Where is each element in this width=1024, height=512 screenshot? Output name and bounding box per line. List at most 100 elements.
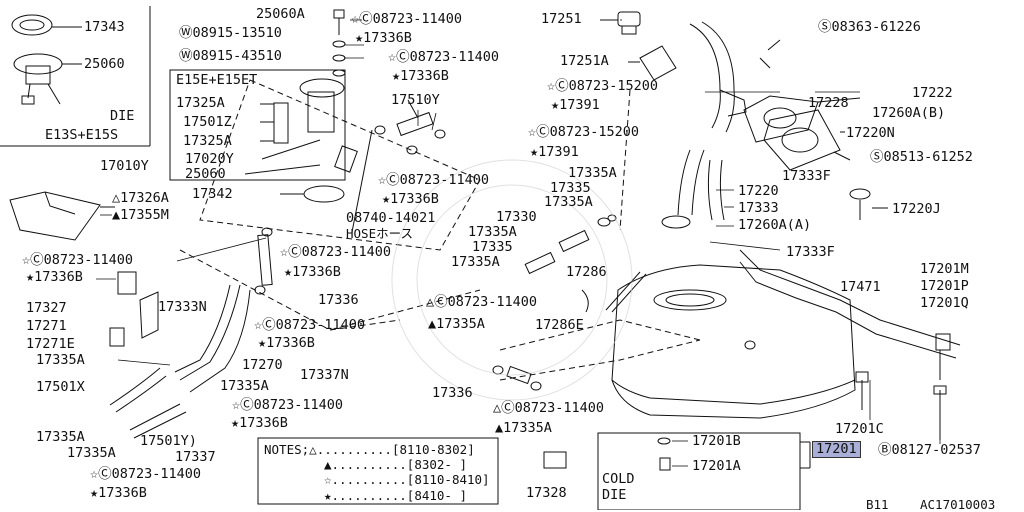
part-17337[interactable]: 17337 (175, 449, 216, 465)
inset-note-model: E13S+E15S (45, 127, 119, 143)
diagram-code: AC17010003 (920, 497, 996, 512)
clip-17336b-f[interactable]: ★17336B (258, 335, 315, 351)
part-17336-a[interactable]: 17336 (318, 292, 359, 308)
clip-08723-11400-j[interactable]: △Ⓒ08723-11400 (493, 400, 605, 416)
clip-08723-11400-b[interactable]: ☆Ⓒ08723-11400 (388, 49, 500, 65)
clip-17336b-e[interactable]: ★17336B (284, 264, 341, 280)
notes-row-2: ▲..........[8302- ] (324, 457, 468, 472)
part-17335a-8[interactable]: 17335A (451, 254, 500, 270)
part-17201c[interactable]: 17201C (835, 421, 884, 437)
part-17501x[interactable]: 17501X (36, 379, 85, 395)
washer-08915-13510[interactable]: Ⓦ08915-13510 (179, 25, 282, 41)
clip-08723-11400-e[interactable]: ☆Ⓒ08723-11400 (280, 244, 392, 260)
clip-08723-15200-a[interactable]: ☆Ⓒ08723-15200 (547, 78, 659, 94)
hose-label: HOSEホース (346, 226, 413, 241)
part-17355m[interactable]: ▲17355M (112, 207, 169, 223)
part-17201p[interactable]: 17201P (920, 278, 969, 294)
part-17330[interactable]: 17330 (496, 209, 537, 225)
part-17335a-7[interactable]: 17335A (468, 224, 517, 240)
part-08740-14021[interactable]: 08740-14021 (346, 210, 436, 226)
clip-17336b-c[interactable]: ★17336B (382, 191, 439, 207)
part-17325a-bottom[interactable]: 17325A (183, 133, 232, 149)
part-17335a-2[interactable]: 17335A (220, 378, 269, 394)
notes-row-3: ☆..........[8110-8410] (324, 472, 490, 487)
part-17220j[interactable]: 17220J (892, 201, 941, 217)
part-17342[interactable]: 17342 (192, 186, 233, 202)
clip-08723-11400-h[interactable]: ☆Ⓒ08723-11400 (90, 466, 202, 482)
die-label: DIE (602, 487, 627, 503)
part-17335-a[interactable]: 17335 (550, 180, 591, 196)
part-17325a-top[interactable]: 17325A (176, 95, 225, 111)
part-17220[interactable]: 17220 (738, 183, 779, 199)
part-17201b[interactable]: 17201B (692, 433, 741, 449)
part-17337n[interactable]: 17337N (300, 367, 349, 383)
notes-title: NOTES; (264, 442, 310, 457)
part-17501y[interactable]: 17501Y) (140, 433, 197, 449)
part-17201-highlighted[interactable]: 17201 (812, 441, 861, 458)
part-25060-pump[interactable]: 25060 (185, 166, 226, 182)
part-17343[interactable]: 17343 (84, 19, 125, 35)
part-17510y[interactable]: 17510Y (391, 92, 440, 108)
part-17335-b[interactable]: 17335 (472, 239, 513, 255)
washer-08915-43510[interactable]: Ⓦ08915-43510 (179, 48, 282, 64)
cold-label: COLD (602, 471, 635, 487)
part-17251[interactable]: 17251 (541, 11, 582, 27)
clip-17336b-d[interactable]: ★17336B (26, 269, 83, 285)
part-17251a[interactable]: 17251A (560, 53, 609, 69)
part-17335a-3[interactable]: 17335A (36, 429, 85, 445)
part-17336-b[interactable]: 17336 (432, 385, 473, 401)
part-17471[interactable]: 17471 (840, 279, 881, 295)
screw-08363-61226[interactable]: Ⓢ08363-61226 (818, 19, 921, 35)
part-17286e[interactable]: 17286E (535, 317, 584, 333)
clip-17336b-g[interactable]: ★17336B (231, 415, 288, 431)
clip-17335a-i[interactable]: ▲17335A (428, 316, 485, 332)
clip-08723-11400-a[interactable]: ☆Ⓒ08723-11400 (351, 11, 463, 27)
part-17328[interactable]: 17328 (526, 485, 567, 501)
clip-08723-15200-b[interactable]: ☆Ⓒ08723-15200 (528, 124, 640, 140)
part-17010y[interactable]: 17010Y (100, 158, 149, 174)
clip-17335a-j[interactable]: ▲17335A (495, 420, 552, 436)
clip-08723-11400-i[interactable]: △Ⓒ08723-11400 (426, 294, 538, 310)
part-17271[interactable]: 17271 (26, 318, 67, 334)
part-17335a-6[interactable]: 17335A (544, 194, 593, 210)
part-17271e[interactable]: 17271E (26, 336, 75, 352)
inset-note-die: DIE (110, 108, 135, 124)
screw-08513-61252[interactable]: Ⓢ08513-61252 (870, 149, 973, 165)
part-17335a-5[interactable]: 17335A (568, 165, 617, 181)
bolt-08127-02537[interactable]: Ⓑ08127-02537 (878, 442, 981, 458)
part-17327[interactable]: 17327 (26, 300, 67, 316)
part-17335a-1[interactable]: 17335A (36, 352, 85, 368)
part-17020y[interactable]: 17020Y (185, 151, 234, 167)
part-17335a-4[interactable]: 17335A (67, 445, 116, 461)
part-25060[interactable]: 25060 (84, 56, 125, 72)
part-17201q[interactable]: 17201Q (920, 295, 969, 311)
part-17333f-a[interactable]: 17333F (782, 168, 831, 184)
clip-08723-11400-f[interactable]: ☆Ⓒ08723-11400 (254, 317, 366, 333)
clip-17336b-h[interactable]: ★17336B (90, 485, 147, 501)
pump-box-title: E15E+E15ET (176, 72, 258, 88)
clip-17391-b[interactable]: ★17391 (530, 144, 579, 160)
part-17286[interactable]: 17286 (566, 264, 607, 280)
part-17222[interactable]: 17222 (912, 85, 953, 101)
part-25060a[interactable]: 25060A (256, 6, 305, 22)
clip-17336b-b[interactable]: ★17336B (392, 68, 449, 84)
part-17260a-a[interactable]: 17260A(A) (738, 217, 812, 233)
clip-17336b-a[interactable]: ★17336B (355, 30, 412, 46)
part-17326a[interactable]: △17326A (112, 190, 169, 206)
notes-row-1: NOTES;△..........[8110-8302] (264, 442, 475, 457)
part-17228[interactable]: 17228 (808, 95, 849, 111)
clip-08723-11400-d[interactable]: ☆Ⓒ08723-11400 (22, 252, 134, 268)
part-17260a-b[interactable]: 17260A(B) (872, 105, 946, 121)
clip-08723-11400-c[interactable]: ☆Ⓒ08723-11400 (378, 172, 490, 188)
part-17220n[interactable]: 17220N (846, 125, 895, 141)
part-17333n[interactable]: 17333N (158, 299, 207, 315)
part-17501z[interactable]: 17501Z (183, 114, 232, 130)
part-17201m[interactable]: 17201M (920, 261, 969, 277)
part-17333f-b[interactable]: 17333F (786, 244, 835, 260)
part-17201a[interactable]: 17201A (692, 458, 741, 474)
clip-08723-11400-g[interactable]: ☆Ⓒ08723-11400 (232, 397, 344, 413)
part-17333[interactable]: 17333 (738, 200, 779, 216)
clip-17391-a[interactable]: ★17391 (551, 97, 600, 113)
part-17270[interactable]: 17270 (242, 357, 283, 373)
